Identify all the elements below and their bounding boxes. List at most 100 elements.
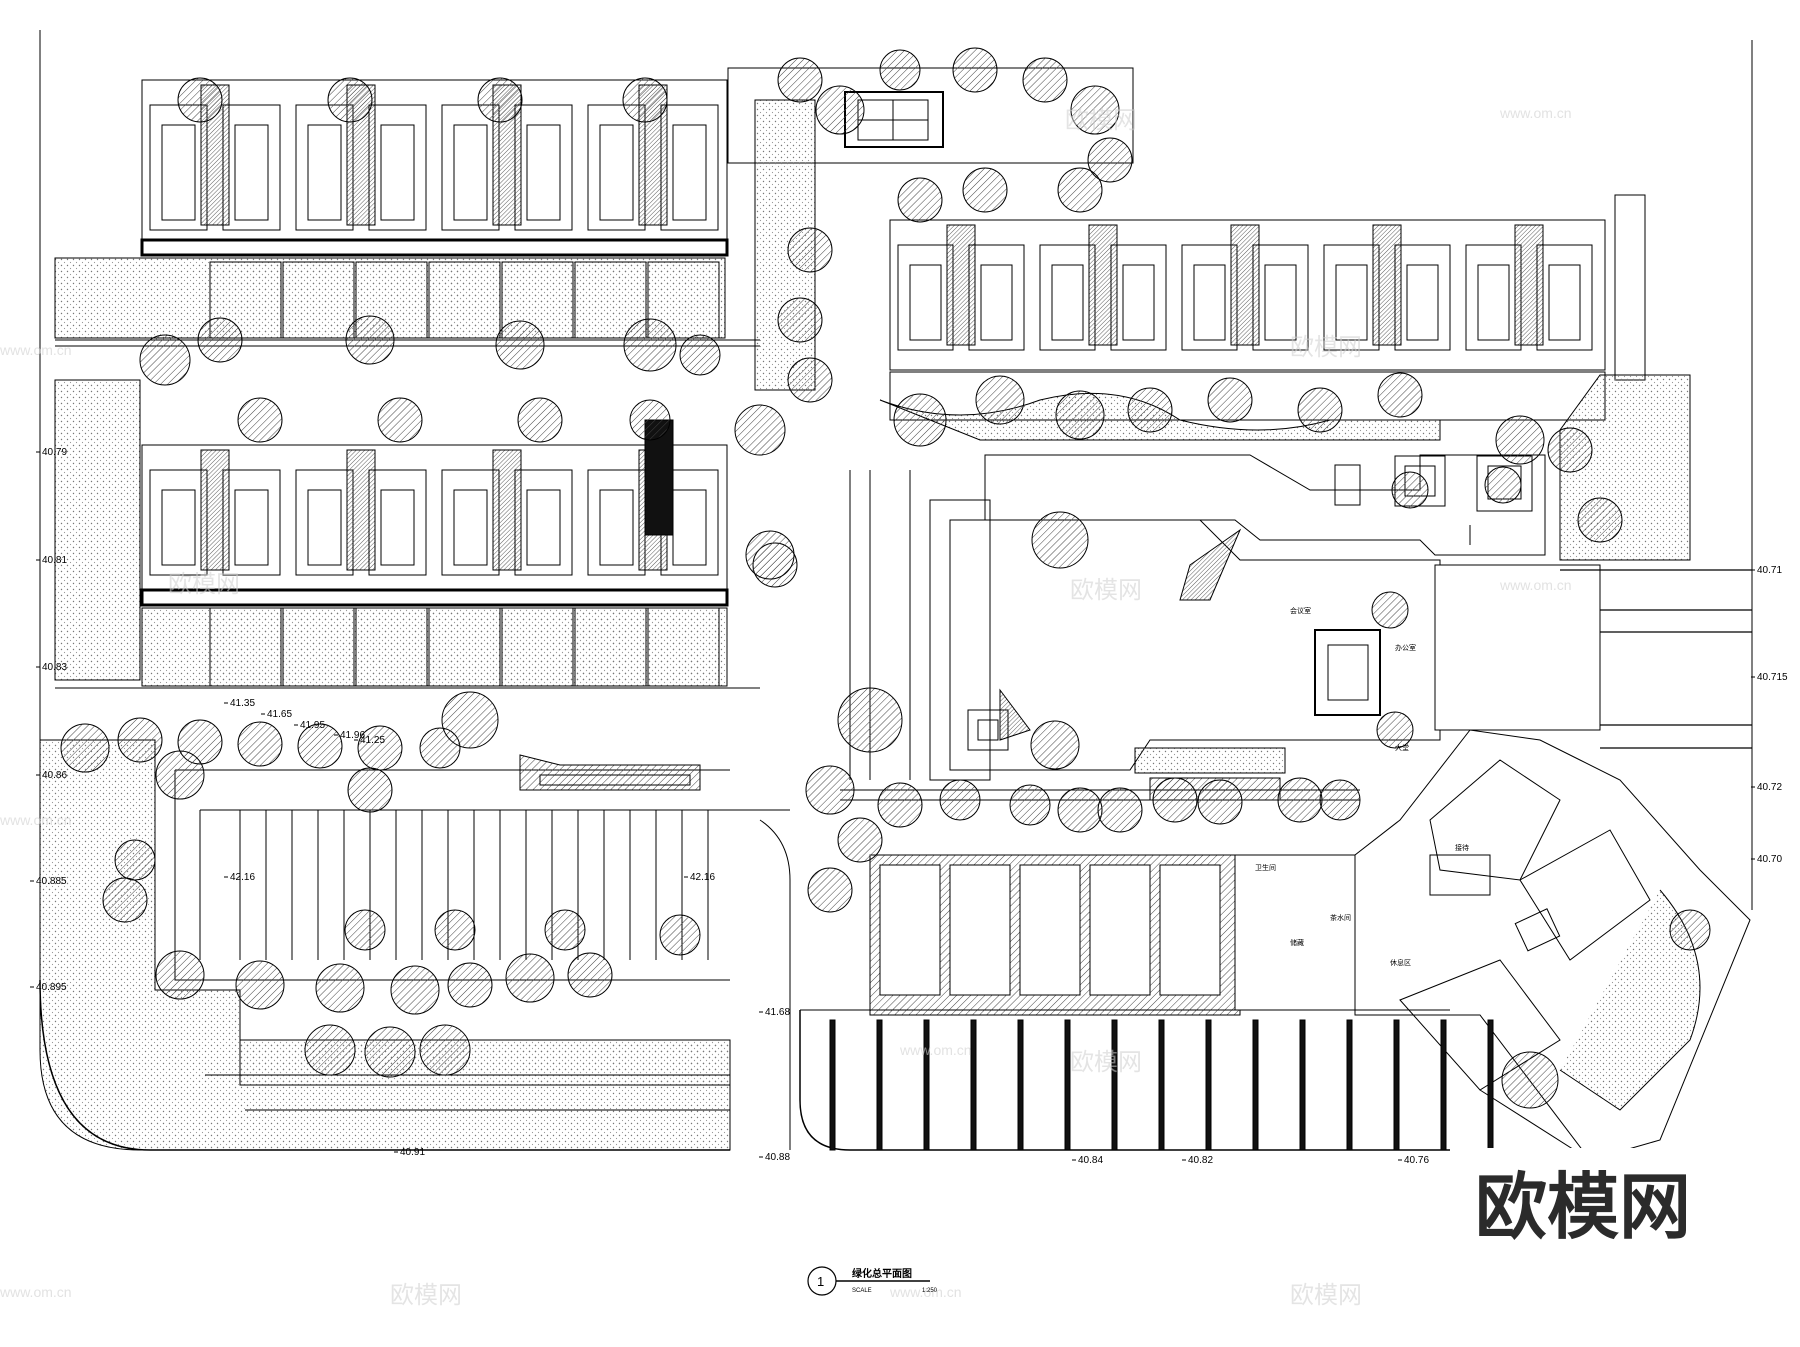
- tree-canopy: [1127, 387, 1173, 433]
- tree-canopy: [787, 227, 833, 273]
- watermark-url: www.om.cn: [899, 1042, 972, 1058]
- tree-canopy: [805, 765, 855, 815]
- tree-canopy: [1484, 466, 1522, 504]
- watermark-logo: 欧模网: [1290, 1281, 1362, 1309]
- parking-divider: [1440, 1019, 1447, 1151]
- residential-block-middle: [140, 419, 729, 607]
- tree-canopy: [1319, 779, 1361, 821]
- room-label: 接待: [1455, 843, 1469, 852]
- dwelling-unit: [514, 104, 573, 231]
- room-outline: [1051, 264, 1084, 341]
- dwelling-unit: [1110, 244, 1167, 351]
- tree-canopy: [434, 909, 476, 951]
- dwelling-unit: [222, 469, 281, 576]
- private-yard: [282, 261, 355, 339]
- room-outline: [380, 124, 415, 221]
- retail-bay: [1159, 864, 1221, 996]
- room-outline: [453, 489, 488, 566]
- parking-divider: [1111, 1019, 1118, 1151]
- room-outline: [234, 489, 269, 566]
- tree-canopy: [893, 393, 947, 447]
- tree-canopy: [777, 57, 823, 103]
- private-yard: [355, 607, 428, 687]
- om-logo-text: 欧模网: [1475, 1165, 1691, 1249]
- stair-core: [200, 449, 230, 571]
- road-curve-west: [39, 979, 730, 1151]
- tree-canopy: [1030, 720, 1080, 770]
- tree-canopy: [1377, 372, 1423, 418]
- parking-divider: [829, 1019, 836, 1151]
- tree-canopy: [297, 723, 343, 769]
- elevation-label: 40.72: [1757, 782, 1782, 793]
- parking-divider: [970, 1019, 977, 1151]
- tree-canopy: [477, 77, 523, 123]
- drawing-title-block: 1 绿化总平面图 SCALE 1:250: [807, 1266, 938, 1296]
- parking-divider: [1299, 1019, 1306, 1151]
- stair-core: [946, 224, 976, 346]
- drawing-number: 1: [817, 1274, 824, 1289]
- parking-divider: [1393, 1019, 1400, 1151]
- room-outline: [1548, 264, 1581, 341]
- tree-canopy: [975, 375, 1025, 425]
- watermark-logo: 欧模网: [1290, 333, 1362, 361]
- watermark-url: www.om.cn: [0, 812, 72, 828]
- tree-canopy: [441, 691, 499, 749]
- private-yard: [428, 261, 501, 339]
- tree-canopy: [237, 721, 283, 767]
- om-logo: 欧模网: [1450, 1148, 1800, 1249]
- elevation-label: 40.715: [1757, 672, 1788, 683]
- drawing-title: 绿化总平面图: [852, 1267, 912, 1280]
- room-label: 茶水间: [1330, 913, 1351, 922]
- tree-canopy-layer: [60, 47, 1711, 1109]
- tree-canopy: [1070, 85, 1120, 135]
- tree-canopy: [837, 687, 903, 753]
- dwelling-unit: [368, 104, 427, 231]
- elevation-label: 40.88: [765, 1152, 790, 1163]
- tree-canopy: [623, 318, 677, 372]
- dwelling-unit: [222, 104, 281, 231]
- tree-canopy: [1087, 137, 1133, 183]
- elevation-label: 41.68: [765, 1007, 790, 1018]
- tree-canopy: [1376, 711, 1414, 749]
- retail-bay: [879, 864, 941, 996]
- dwelling-unit: [1536, 244, 1593, 351]
- elevation-label: 40.84: [1078, 1155, 1103, 1166]
- elevation-label: 40.91: [400, 1147, 425, 1158]
- private-yard: [647, 607, 720, 687]
- room-outline: [1193, 264, 1226, 341]
- tree-canopy: [787, 357, 833, 403]
- tree-canopy: [1547, 427, 1593, 473]
- elevation-label: 41.35: [230, 698, 255, 709]
- room-outline: [1406, 264, 1439, 341]
- watermark-logo: 欧模网: [1065, 106, 1137, 134]
- parking-divider: [1158, 1019, 1165, 1151]
- private-yard: [209, 607, 282, 687]
- tree-canopy: [1009, 784, 1051, 826]
- elevation-label: 41.96: [340, 730, 365, 741]
- tree-canopy: [364, 1026, 416, 1078]
- watermark-logo: 欧模网: [168, 570, 240, 598]
- stair-core: [1088, 224, 1118, 346]
- private-yard: [428, 607, 501, 687]
- tree-canopy: [102, 877, 148, 923]
- parking-divider: [1017, 1019, 1024, 1151]
- stair-core: [1372, 224, 1402, 346]
- tree-canopy: [679, 334, 721, 376]
- tree-canopy: [347, 767, 393, 813]
- room-outline: [672, 124, 707, 221]
- tree-canopy: [952, 47, 998, 93]
- retail-bay: [1019, 864, 1081, 996]
- tree-canopy: [567, 952, 613, 998]
- room-outline: [599, 489, 634, 566]
- tree-canopy: [879, 49, 921, 91]
- room-outline: [380, 489, 415, 566]
- tree-canopy: [117, 717, 163, 763]
- tree-canopy: [1057, 787, 1103, 833]
- watermark-layer: www.om.cn www.om.cn www.om.cn www.om.cn …: [0, 105, 1572, 1309]
- watermark-url: www.om.cn: [1499, 105, 1572, 121]
- tree-canopy: [962, 167, 1008, 213]
- tree-canopy: [1055, 390, 1105, 440]
